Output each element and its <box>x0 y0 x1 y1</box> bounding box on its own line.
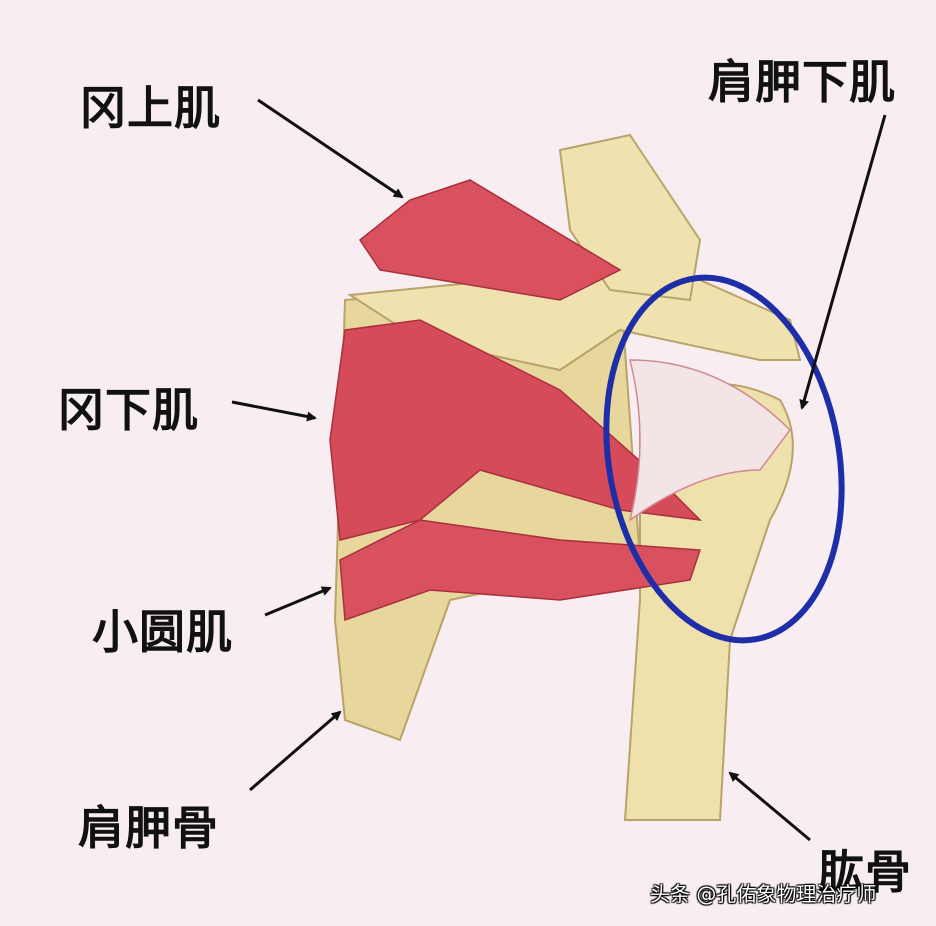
arrow-scapula <box>249 710 342 792</box>
highlight-circle <box>603 274 845 644</box>
arrow-supraspinatus <box>257 98 404 199</box>
label-infraspinatus: 冈下肌 <box>58 383 199 437</box>
arrow-subscapularis <box>799 114 887 410</box>
arrow-infraspinatus <box>231 400 317 422</box>
arrow-teres-minor <box>264 586 332 617</box>
label-subscapularis: 肩胛下肌 <box>708 55 896 109</box>
label-supraspinatus: 冈上肌 <box>80 81 221 135</box>
supraspinatus-muscle <box>358 179 622 301</box>
teres-minor-muscle <box>339 519 702 622</box>
label-scapula: 肩胛骨 <box>78 801 219 855</box>
label-humerus: 肱骨 <box>818 845 912 899</box>
label-teres-minor: 小圆肌 <box>92 605 233 659</box>
subscapularis-tendon <box>628 359 791 522</box>
watermark: 头条 @孔佑象物理治疗师 <box>650 882 877 906</box>
arrow-humerus <box>728 771 811 842</box>
